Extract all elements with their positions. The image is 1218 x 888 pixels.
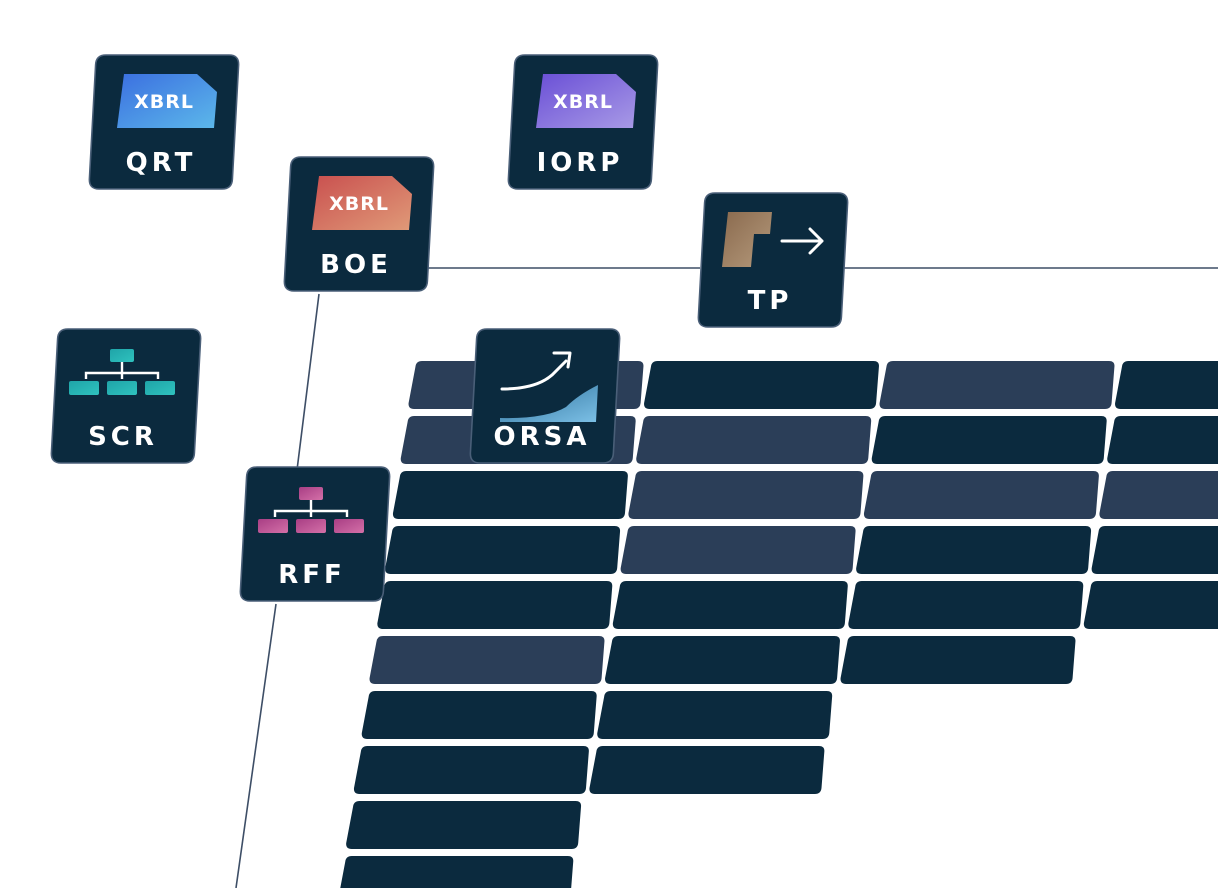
grid-cell <box>863 471 1099 519</box>
tile-label: RFF <box>278 560 346 590</box>
grid-cell <box>636 416 872 464</box>
grid-cell <box>1083 581 1218 629</box>
grid-cell <box>840 636 1076 684</box>
grid-cell <box>392 471 628 519</box>
hierarchy-icon <box>258 487 364 533</box>
transfer-arrow-icon <box>722 212 824 267</box>
grid-cell <box>346 801 582 849</box>
tile-label: BOE <box>320 250 392 280</box>
grid-cell <box>879 361 1115 409</box>
grid-cell <box>597 691 833 739</box>
xbrl-chip-text: XBRL <box>329 193 389 215</box>
hierarchy-node <box>110 349 134 362</box>
tp-shape <box>722 212 772 267</box>
hierarchy-node <box>107 381 137 395</box>
grid-cell <box>628 471 864 519</box>
hierarchy-branch <box>84 362 160 379</box>
xbrl-document-icon: XBRL <box>312 176 412 230</box>
growth-curve-icon <box>500 351 598 422</box>
growth-area <box>500 385 598 422</box>
tile-orsa: ORSA <box>469 328 621 464</box>
tile-background <box>239 466 391 602</box>
tile-label: TP <box>748 286 793 316</box>
tile-boe: XBRL BOE <box>283 156 435 292</box>
grid-cell <box>644 361 879 409</box>
grid-cell <box>353 746 589 794</box>
growth-line <box>500 359 568 391</box>
connector-line <box>296 293 320 471</box>
grid-cell <box>1115 361 1218 409</box>
tile-tp: TP <box>697 192 849 328</box>
connector-line <box>235 603 277 888</box>
grid-cell <box>377 581 613 629</box>
connector-lines <box>235 267 1218 888</box>
tile-qrt: XBRL QRT <box>88 54 240 190</box>
xbrl-document-icon: XBRL <box>536 74 636 128</box>
hierarchy-branch <box>273 500 349 517</box>
arrow-right-icon <box>780 227 824 255</box>
grid-cell <box>369 636 605 684</box>
tile-iorp: XBRL IORP <box>507 54 659 190</box>
xbrl-chip <box>536 74 636 128</box>
grid-cell <box>340 856 574 888</box>
xbrl-chip <box>312 176 412 230</box>
tile-label: SCR <box>88 422 158 452</box>
grid-cell <box>361 691 597 739</box>
xbrl-chip <box>117 74 217 128</box>
tile-scr: SCR <box>50 328 202 464</box>
grid-cell <box>385 526 621 574</box>
tile-label: IORP <box>537 148 624 178</box>
hierarchy-node <box>69 381 99 395</box>
report-tiles: XBRL QRT XBRL IORP XBRL BOE TP SCR ORSA RFF <box>50 54 849 602</box>
hierarchy-node <box>334 519 364 533</box>
grid-cell <box>848 581 1084 629</box>
tile-rff: RFF <box>239 466 391 602</box>
xbrl-chip-text: XBRL <box>134 91 194 113</box>
report-grid <box>340 361 1218 888</box>
grid-cell <box>1107 416 1218 464</box>
hierarchy-node <box>258 519 288 533</box>
xbrl-document-icon: XBRL <box>117 74 217 128</box>
grid-cell <box>620 526 856 574</box>
grid-cell <box>856 526 1092 574</box>
tile-background <box>50 328 202 464</box>
hierarchy-icon <box>69 349 175 395</box>
tile-label: QRT <box>126 148 197 178</box>
grid-cell <box>589 746 825 794</box>
grid-cell <box>871 416 1107 464</box>
hierarchy-node <box>145 381 175 395</box>
hierarchy-node <box>296 519 326 533</box>
arrow-up-right-icon <box>552 351 572 369</box>
tile-label: ORSA <box>494 422 591 452</box>
hierarchy-node <box>299 487 323 500</box>
grid-cell <box>605 636 840 684</box>
tile-background <box>469 328 621 464</box>
grid-cell <box>612 581 848 629</box>
grid-cell <box>1099 471 1218 519</box>
grid-cell <box>1091 526 1218 574</box>
xbrl-chip-text: XBRL <box>553 91 613 113</box>
